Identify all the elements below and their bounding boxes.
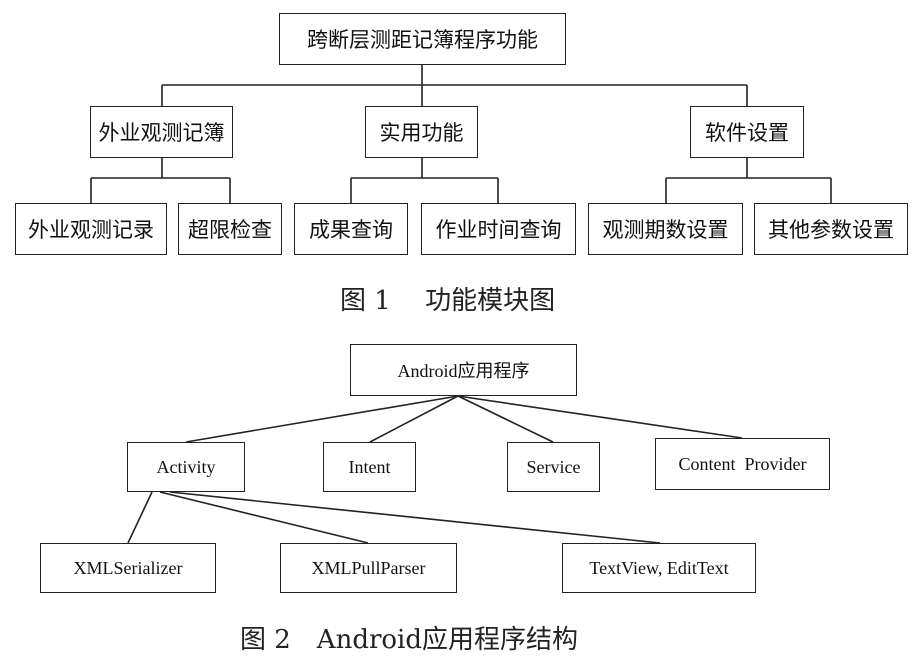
fig2-connector [169,491,661,544]
fig2-connector [159,491,369,544]
fig2-node-service: Service [507,442,600,492]
fig2-node-content-provider: Content Provider [655,438,830,490]
fig2-leaf-textview-edittext: TextView, EditText [562,543,756,593]
fig1-leaf-observation-record: 外业观测记录 [15,203,167,255]
fig1-leaf-result-query: 成果查询 [294,203,408,255]
fig2-leaf-xmlpullparser: XMLPullParser [280,543,457,593]
fig1-root-node: 跨断层测距记簿程序功能 [279,13,566,65]
fig2-connector [457,395,554,443]
fig1-leaf-work-time-query: 作业时间查询 [421,203,576,255]
fig2-root-node: Android应用程序 [350,344,577,396]
fig1-group-settings: 软件设置 [690,106,804,158]
fig1-caption: 图 1 功能模块图 [340,286,556,316]
fig2-node-intent: Intent [323,442,416,492]
fig2-connector [457,395,743,439]
fig2-connector [185,395,459,443]
fig1-leaf-period-setting: 观测期数设置 [588,203,743,255]
fig1-leaf-other-params: 其他参数设置 [754,203,908,255]
fig2-connector [127,491,153,544]
fig1-group-field-observation: 外业观测记簿 [90,106,233,158]
fig1-group-utilities: 实用功能 [365,106,478,158]
fig2-connector [369,395,459,443]
fig1-leaf-limit-check: 超限检查 [178,203,282,255]
fig2-leaf-xmlserializer: XMLSerializer [40,543,216,593]
fig2-node-activity: Activity [127,442,245,492]
fig2-caption: 图 2 Android应用程序结构 [240,625,579,655]
